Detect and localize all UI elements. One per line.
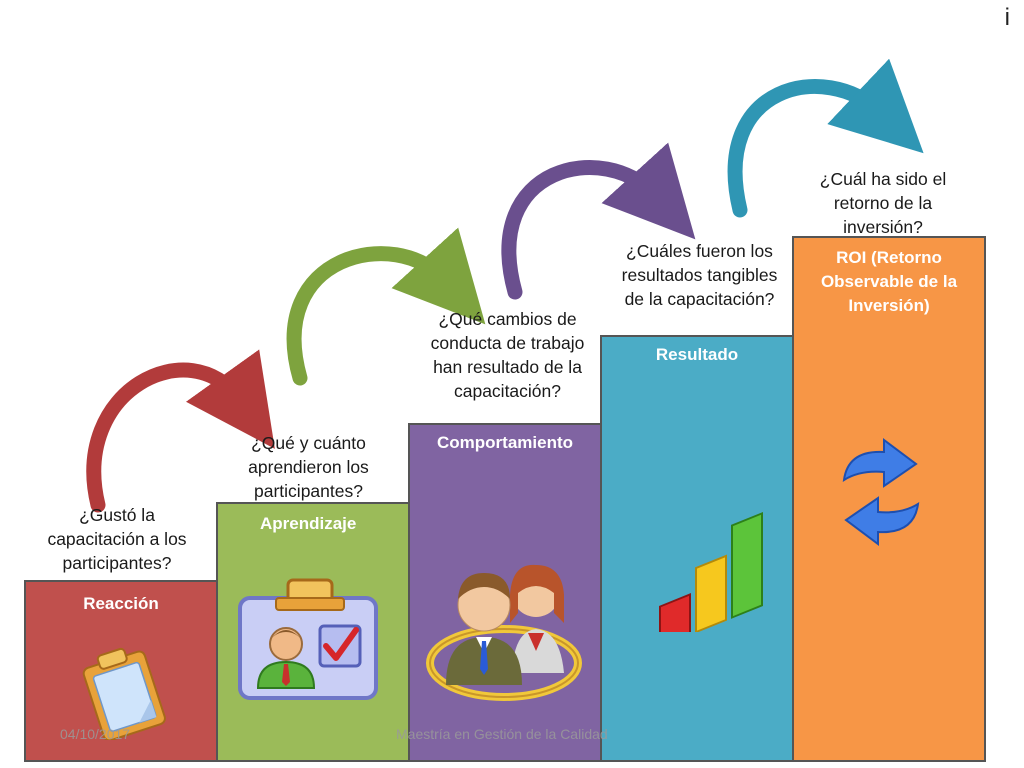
arrow-comportamiento-resultado (501, 142, 696, 300)
bar-chart-icon (659, 511, 763, 632)
step-roi: ROI (Retorno Observable de la Inversión) (792, 236, 986, 762)
question-roi: ¿Cuál ha sido el retorno de la inversión… (819, 169, 947, 237)
question-comportamiento: ¿Qué cambios de conducta de trabajo han … (430, 309, 585, 401)
id-card-icon (238, 578, 378, 700)
question-reaccion: ¿Gustó la capacitación a los participant… (47, 505, 187, 573)
step-reaccion: Reacción (24, 580, 218, 762)
footer-date: 04/10/2017 (60, 726, 131, 742)
arrow-aprendizaje-comportamiento (286, 227, 486, 386)
step-title-resultado: Resultado (655, 345, 739, 364)
people-icon (426, 564, 582, 701)
step-resultado: Resultado (600, 335, 794, 762)
step-title-aprendizaje: Aprendizaje (260, 514, 357, 533)
step-title-roi: ROI (Retorno Observable de la Inversión) (820, 248, 958, 315)
corner-mark: i (1004, 4, 1010, 31)
arrow-reaccion-aprendizaje (86, 349, 275, 513)
clipboard-icon (82, 647, 166, 740)
step-comportamiento: Comportamiento (408, 423, 602, 762)
step-aprendizaje: Aprendizaje (216, 502, 410, 762)
question-resultado: ¿Cuáles fueron los resultados tangibles … (621, 241, 778, 309)
footer-title: Maestría en Gestión de la Calidad (396, 726, 608, 742)
refresh-arrows-icon (842, 438, 920, 546)
arrow-resultado-roi (727, 58, 924, 218)
step-title-comportamiento: Comportamiento (437, 433, 573, 452)
step-title-reaccion: Reacción (83, 594, 159, 613)
question-aprendizaje: ¿Qué y cuánto aprendieron los participan… (248, 433, 369, 501)
